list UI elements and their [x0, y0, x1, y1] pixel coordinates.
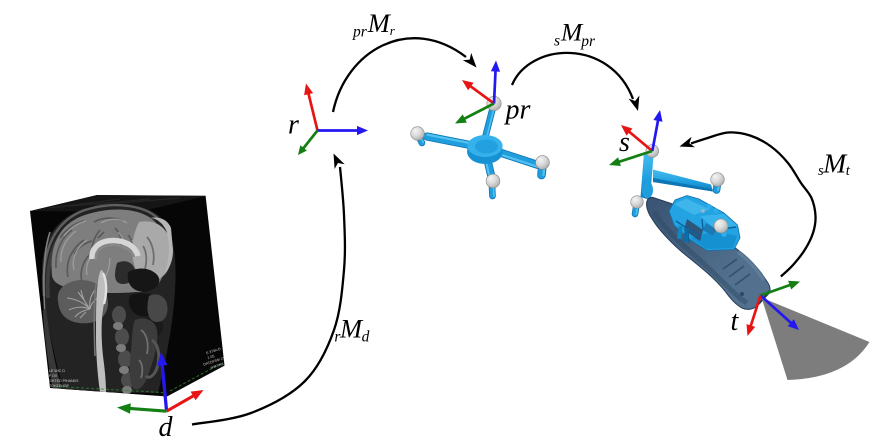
svg-text:r: r	[334, 329, 341, 346]
svg-text:t: t	[846, 163, 851, 179]
svg-text:wat best: wat best	[210, 362, 224, 370]
svg-text:LE WIC D: LE WIC D	[49, 369, 65, 373]
svg-text:pr: pr	[504, 95, 531, 126]
svg-text:r: r	[390, 23, 396, 38]
svg-text:M: M	[560, 17, 584, 46]
svg-text:r: r	[288, 110, 299, 141]
svg-text:GHTED PIHANDS: GHTED PIHANDS	[49, 379, 79, 383]
svg-text:F DV: F DV	[49, 374, 58, 378]
svg-text:t: t	[731, 306, 740, 337]
svg-text:S 373A D: S 373A D	[205, 347, 221, 356]
svg-text:s: s	[554, 32, 560, 49]
svg-text:d: d	[362, 329, 370, 346]
svg-text:pr: pr	[580, 33, 596, 50]
svg-text:d: d	[159, 412, 174, 443]
svg-text:M: M	[822, 147, 848, 178]
svg-text:M: M	[339, 314, 364, 344]
svg-text:TOHTEHGP: TOHTEHGP	[49, 384, 70, 388]
svg-text:s: s	[619, 127, 630, 158]
svg-text:s: s	[818, 163, 824, 179]
svg-text:1 05: 1 05	[207, 354, 215, 360]
svg-text:pr: pr	[352, 23, 368, 40]
svg-text:M: M	[367, 8, 392, 38]
